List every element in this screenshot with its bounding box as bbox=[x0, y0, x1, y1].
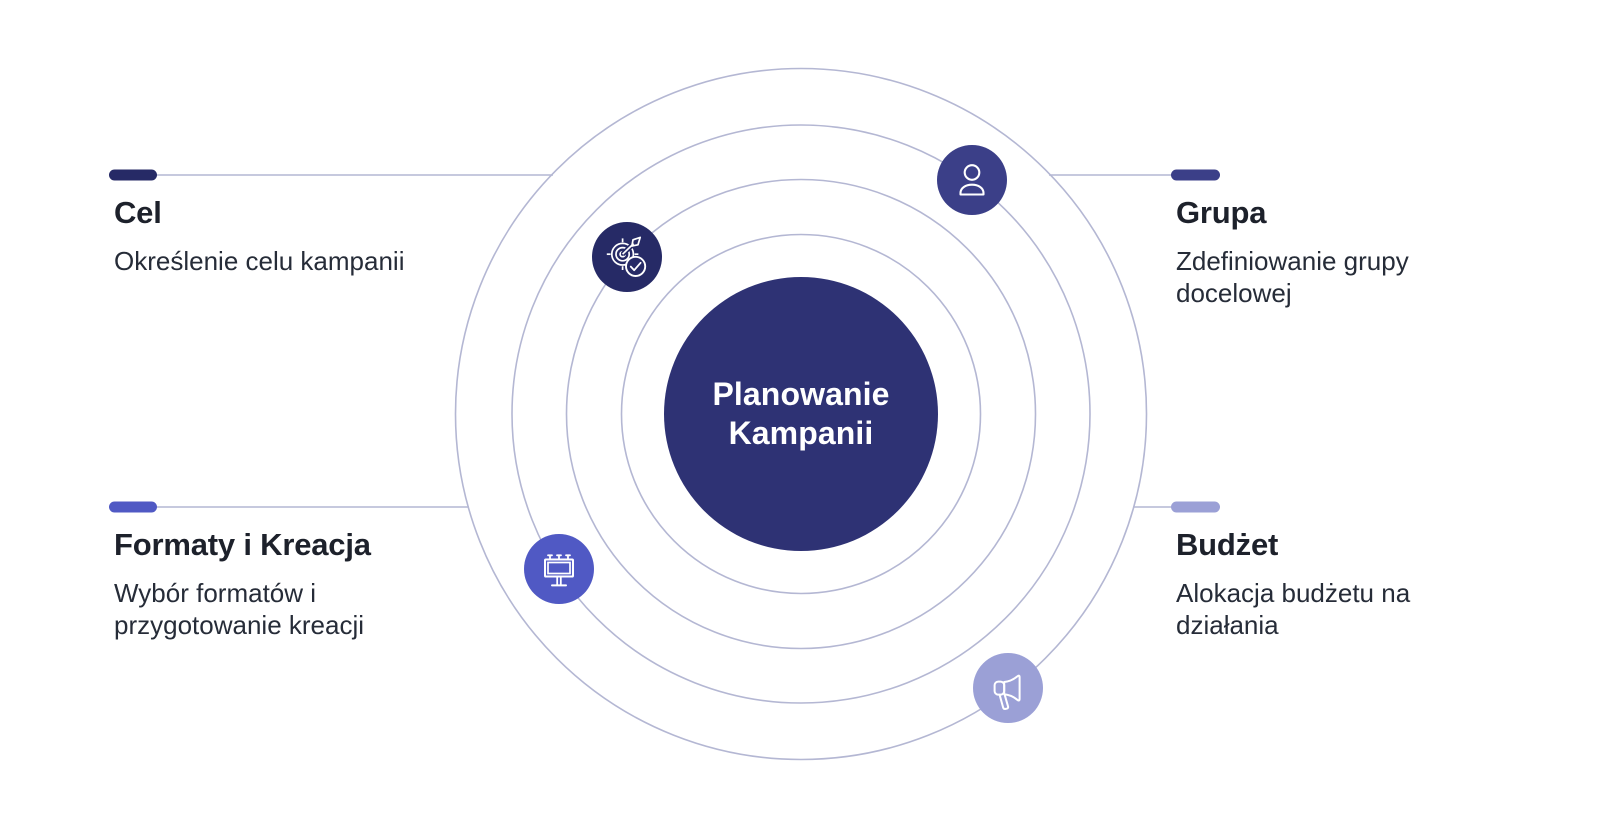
bullet-pill-grupa bbox=[1171, 169, 1220, 181]
bullet-pill-cel bbox=[109, 169, 157, 181]
node-grupa bbox=[937, 145, 1007, 215]
label-title-grupa: Grupa bbox=[1176, 195, 1267, 230]
label-block-budzet: Budżet Alokacja budżetu na działania bbox=[1176, 527, 1428, 641]
label-description-grupa: Zdefiniowanie grupy docelowej bbox=[1176, 246, 1409, 308]
label-title-cel: Cel bbox=[114, 195, 162, 230]
label-description-cel: Określenie celu kampanii bbox=[114, 246, 405, 276]
billboard-icon bbox=[544, 554, 574, 587]
bullet-pill-formaty bbox=[109, 501, 157, 513]
label-block-cel: Cel Określenie celu kampanii bbox=[114, 195, 534, 277]
orbit-ring-1 bbox=[620, 233, 982, 595]
node-budzet bbox=[973, 653, 1043, 723]
orbit-ring-2 bbox=[565, 178, 1037, 650]
label-title-budzet: Budżet bbox=[1176, 527, 1279, 562]
megaphone-icon bbox=[993, 674, 1021, 710]
label-description-formaty: Wybór formatów i przygotowanie kreacji bbox=[114, 578, 365, 640]
label-block-formaty: Formaty i Kreacja Wybór formatów i przyg… bbox=[114, 527, 386, 641]
orbit-ring-3 bbox=[511, 124, 1091, 704]
label-title-formaty: Formaty i Kreacja bbox=[114, 527, 371, 562]
bullet-pill-budzet bbox=[1171, 501, 1220, 513]
target-arrow-check-icon bbox=[606, 236, 647, 277]
user-icon bbox=[959, 164, 985, 196]
center-circle: Planowanie Kampanii bbox=[664, 277, 938, 551]
node-formaty bbox=[524, 534, 594, 604]
node-cel bbox=[592, 222, 662, 292]
label-description-budzet: Alokacja budżetu na działania bbox=[1176, 578, 1411, 640]
center-label: Planowanie Kampanii bbox=[712, 376, 890, 451]
orbit-ring-4 bbox=[454, 67, 1148, 761]
label-block-grupa: Grupa Zdefiniowanie grupy docelowej bbox=[1176, 195, 1428, 309]
